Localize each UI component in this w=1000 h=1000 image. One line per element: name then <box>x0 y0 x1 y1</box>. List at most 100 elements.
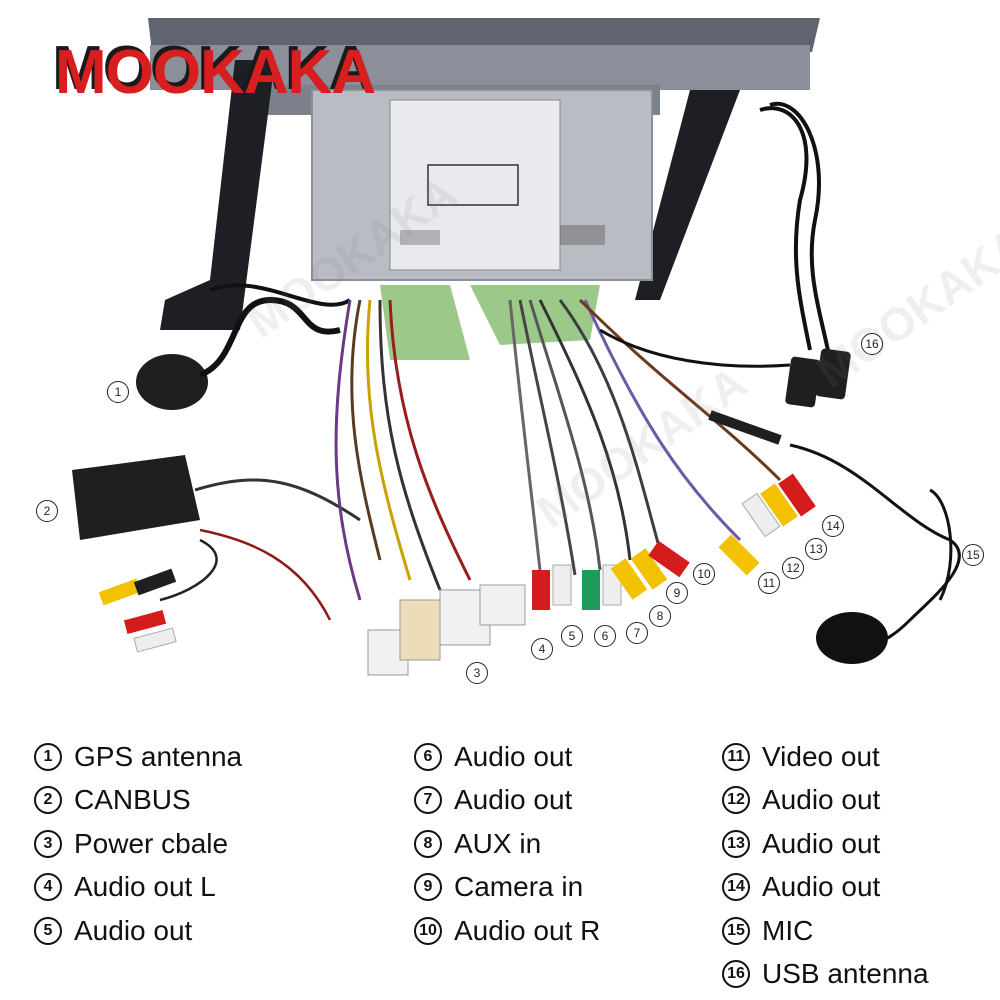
green-connector-left <box>380 285 470 360</box>
legend-item: 14 Audio out <box>722 866 929 910</box>
legend-item: 16 USB antenna <box>722 953 929 997</box>
legend-label: Audio out <box>454 740 573 772</box>
left-mount-strap <box>160 60 275 330</box>
legend-item: 4 Audio out L <box>34 866 242 910</box>
callout-12: 12 <box>782 557 804 579</box>
legend-number: 1 <box>34 742 62 771</box>
callout-3: 3 <box>466 662 488 684</box>
legend-item: 9 Camera in <box>414 866 600 910</box>
legend-item: 5 Audio out <box>34 909 242 953</box>
mic-cable-coil <box>929 488 953 601</box>
vent-left <box>400 230 440 245</box>
legend-item: 11 Video out <box>722 735 929 779</box>
right-mount-strap <box>635 90 740 300</box>
legend-item: 7 Audio out <box>414 779 600 823</box>
legend-label: Audio out <box>762 871 881 903</box>
middle-rca-cables <box>508 299 662 576</box>
wiring-harness-illustration <box>72 18 961 676</box>
legend-number: 14 <box>722 873 750 902</box>
legend-item: 12 Audio out <box>722 779 929 823</box>
callout-15: 15 <box>962 544 984 566</box>
callout-6: 6 <box>594 625 616 647</box>
legend-number: 3 <box>34 829 62 858</box>
video-out-plug <box>718 534 760 576</box>
callout-9: 9 <box>666 582 688 604</box>
legend-number: 7 <box>414 786 442 815</box>
legend-label: AUX in <box>454 827 542 859</box>
callout-16: 16 <box>861 333 883 355</box>
legend-number: 9 <box>414 873 442 902</box>
vent-right <box>560 225 605 245</box>
product-diagram: MOOKAKA MOOKAKA MOOKAKA MOOKAKA MOOKAKA … <box>36 18 1000 684</box>
usb-connector-1 <box>785 356 821 408</box>
callout-1: 1 <box>107 381 129 403</box>
legend-number: 16 <box>722 960 750 989</box>
legend-label: GPS antenna <box>74 740 243 772</box>
legend-item: 3 Power cbale <box>34 822 242 866</box>
legend-label: MIC <box>762 914 814 946</box>
gps-cable <box>198 296 341 378</box>
mic-head <box>816 612 888 664</box>
brand-logo: MOOKAKA <box>55 38 376 107</box>
right-rca-cable <box>578 298 782 482</box>
callout-10: 10 <box>693 563 715 585</box>
legend-number: 6 <box>414 742 442 771</box>
legend-item: 6 Audio out <box>414 735 600 779</box>
right-rca-plugs <box>741 473 816 538</box>
callout-14: 14 <box>822 515 844 537</box>
legend-label: Audio out L <box>74 871 216 903</box>
legend-number: 4 <box>34 873 62 902</box>
legend-label: Audio out <box>454 784 573 816</box>
callout-8: 8 <box>649 605 671 627</box>
legend-item: 1 GPS antenna <box>34 735 242 779</box>
callout-5: 5 <box>561 625 583 647</box>
callout-13: 13 <box>805 538 827 560</box>
power-connector-2 <box>399 599 441 661</box>
legend-number: 2 <box>34 786 62 815</box>
gps-antenna-puck <box>136 354 208 410</box>
legend-label: Audio out <box>762 784 881 816</box>
middle-rca-plugs <box>532 540 690 610</box>
usb-cable-2 <box>769 101 832 361</box>
legend-label: Video out <box>762 740 880 772</box>
mic-cable <box>789 443 961 646</box>
legend-number: 13 <box>722 829 750 858</box>
legend-label: Audio out R <box>454 914 601 946</box>
legend-label: Camera in <box>454 871 584 903</box>
usb-connector-2 <box>815 348 851 400</box>
legend-number: 15 <box>722 916 750 945</box>
usb-cable <box>759 106 812 351</box>
legend-number: 5 <box>34 916 62 945</box>
legend-label: Audio out <box>74 914 193 946</box>
legend-number: 11 <box>722 742 750 771</box>
legend-label: Audio out <box>762 827 881 859</box>
callout-2: 2 <box>36 500 58 522</box>
legend-item: 15 MIC <box>722 909 929 953</box>
video-cable <box>583 299 742 542</box>
screen-top-edge <box>148 18 820 52</box>
legend-label: USB antenna <box>762 958 929 990</box>
legend-number: 10 <box>414 916 442 945</box>
legend-item: 10 Audio out R <box>414 909 600 953</box>
callout-11: 11 <box>758 572 780 594</box>
left-rca-bundle <box>98 528 332 653</box>
legend-number: 8 <box>414 829 442 858</box>
callout-4: 4 <box>531 638 553 660</box>
canbus-cable <box>194 478 361 522</box>
sticker-diagram <box>427 164 519 206</box>
legend-label: CANBUS <box>74 784 191 816</box>
legend-item: 8 AUX in <box>414 822 600 866</box>
legend-item: 2 CANBUS <box>34 779 242 823</box>
legend-number: 12 <box>722 786 750 815</box>
wiring-label-sticker <box>389 99 561 271</box>
mic-jack <box>708 410 782 445</box>
canbus-box <box>72 455 200 540</box>
legend-label: Power cbale <box>74 827 229 859</box>
usb-cable-3 <box>599 328 791 368</box>
brand-logo-shadow: MOOKAKA <box>52 34 373 103</box>
legend-item: 13 Audio out <box>722 822 929 866</box>
callout-7: 7 <box>626 622 648 644</box>
